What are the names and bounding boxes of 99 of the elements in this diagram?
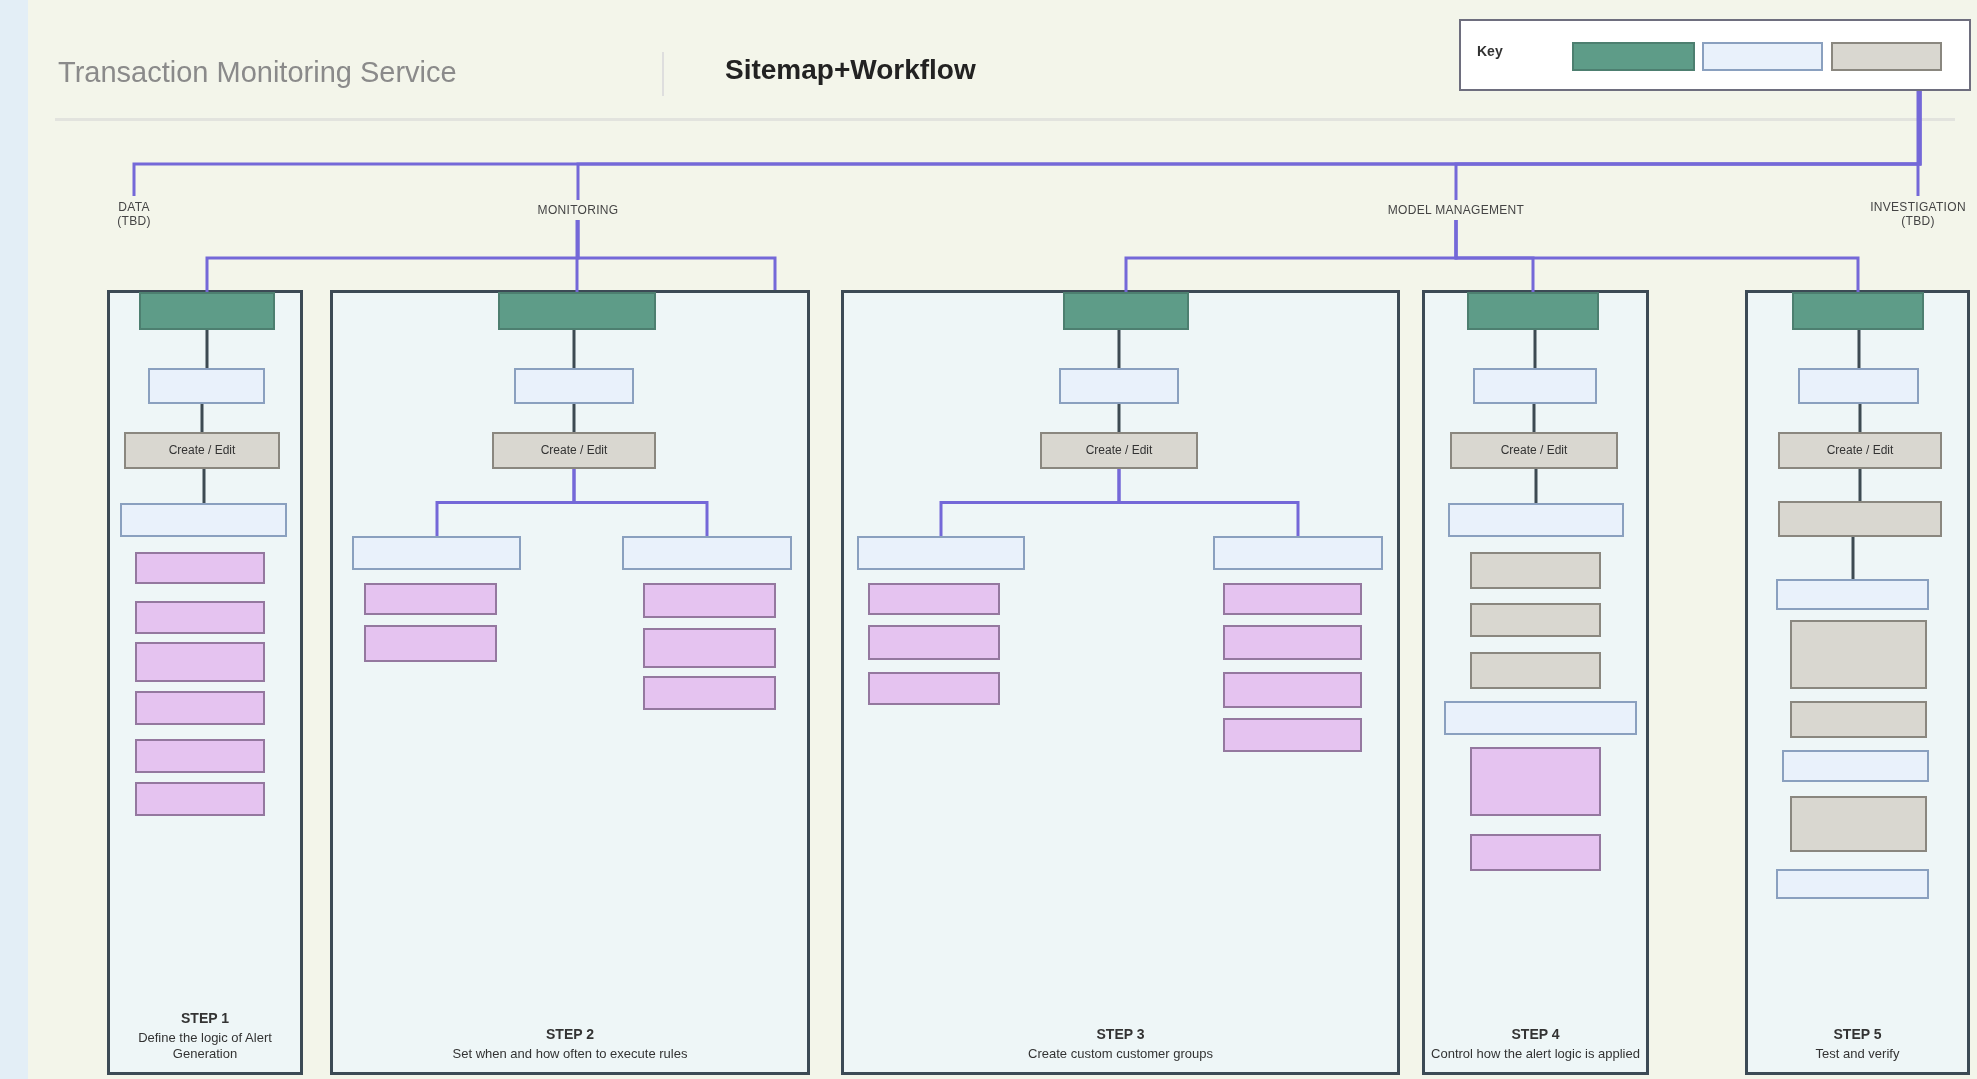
action-box: Create / Edit	[1778, 432, 1942, 469]
step-description: Test and verify	[1814, 1045, 1901, 1062]
detail-box	[135, 739, 265, 773]
detail-box	[868, 583, 1000, 615]
section-header	[139, 292, 275, 330]
detail-box	[135, 642, 265, 682]
detail-box	[135, 601, 265, 634]
page-box	[1448, 503, 1624, 537]
section-header	[1063, 292, 1189, 330]
page-box	[514, 368, 634, 404]
connector	[572, 330, 576, 368]
page-subtitle: Sitemap+Workflow	[725, 54, 976, 86]
page-box	[1444, 701, 1637, 735]
section-header	[498, 292, 656, 330]
connector	[1858, 469, 1862, 501]
detail-box	[1470, 747, 1601, 816]
section-header	[1792, 292, 1924, 330]
detail-box	[1470, 834, 1601, 871]
step-heading: STEP 4	[1510, 1026, 1561, 1044]
connector	[1916, 91, 1920, 196]
action-box	[1470, 652, 1601, 689]
step-heading: STEP 3	[1095, 1026, 1146, 1044]
detail-box	[868, 625, 1000, 660]
action-box: Create / Edit	[492, 432, 656, 469]
detail-box	[364, 625, 497, 662]
page-box	[120, 503, 287, 537]
section-header	[1572, 42, 1695, 71]
action-box	[1790, 620, 1927, 689]
page-box	[1776, 579, 1929, 610]
page-box	[1782, 750, 1929, 782]
action-box: Create / Edit	[1040, 432, 1198, 469]
page-title: Transaction Monitoring Service	[58, 56, 457, 89]
category-label: DATA (TBD)	[106, 196, 162, 232]
detail-box	[643, 628, 776, 668]
connector	[572, 404, 576, 432]
step-panel	[841, 290, 1400, 1075]
category-label: MONITORING	[516, 200, 640, 220]
action-box	[1778, 501, 1942, 537]
connector	[205, 330, 209, 368]
step-panel	[330, 290, 810, 1075]
step-description: Define the logic of Alert Generation	[137, 1029, 273, 1062]
page-box	[148, 368, 265, 404]
step-heading: STEP 5	[1832, 1026, 1883, 1044]
page-box	[352, 536, 521, 570]
action-box: Create / Edit	[1450, 432, 1618, 469]
detail-box	[1223, 718, 1362, 752]
connector	[1454, 91, 1922, 200]
detail-box	[135, 552, 265, 584]
step-description: Create custom customer groups	[1027, 1045, 1214, 1062]
detail-box	[135, 691, 265, 725]
action-box: Create / Edit	[124, 432, 280, 469]
connector	[200, 404, 204, 432]
connector	[1858, 404, 1862, 432]
page-box	[1776, 869, 1929, 899]
connector	[1117, 330, 1121, 368]
detail-box	[1223, 672, 1362, 708]
action-box	[1790, 796, 1927, 852]
connector	[202, 469, 206, 503]
page-box	[622, 536, 792, 570]
action-box	[1470, 603, 1601, 637]
step-panel	[107, 290, 303, 1075]
page-box	[1473, 368, 1597, 404]
connector	[575, 220, 579, 292]
connector	[1532, 404, 1536, 432]
step-panel	[1422, 290, 1649, 1075]
connector	[1117, 469, 1300, 536]
connector	[1857, 330, 1861, 368]
connector	[1534, 469, 1538, 503]
page-box	[857, 536, 1025, 570]
step-description: Control how the alert logic is applied	[1431, 1045, 1640, 1062]
detail-box	[1223, 583, 1362, 615]
category-label: INVESTIGATION (TBD)	[1860, 196, 1976, 232]
action-box	[1831, 42, 1942, 71]
connector	[1117, 404, 1121, 432]
page-box	[1059, 368, 1179, 404]
page-box	[1213, 536, 1383, 570]
connector	[1533, 330, 1537, 368]
action-box	[1790, 701, 1927, 738]
key-panel	[1459, 19, 1971, 91]
key-heading: Key	[1477, 43, 1503, 60]
step-heading: STEP 2	[545, 1026, 595, 1044]
page-box	[1702, 42, 1823, 71]
detail-box	[135, 782, 265, 816]
page-box	[1798, 368, 1919, 404]
connector	[1851, 537, 1855, 579]
detail-box	[643, 676, 776, 710]
action-box	[1470, 552, 1601, 589]
detail-box	[868, 672, 1000, 705]
connector	[572, 469, 709, 536]
detail-box	[1223, 625, 1362, 660]
step-heading: STEP 1	[180, 1010, 230, 1028]
detail-box	[643, 583, 776, 618]
connector	[576, 220, 777, 290]
step-description: Set when and how often to execute rules	[451, 1045, 689, 1062]
connector	[1454, 220, 1860, 292]
step-panel	[1745, 290, 1970, 1075]
section-header	[1467, 292, 1599, 330]
detail-box	[364, 583, 497, 615]
category-label: MODEL MANAGEMENT	[1378, 200, 1534, 220]
